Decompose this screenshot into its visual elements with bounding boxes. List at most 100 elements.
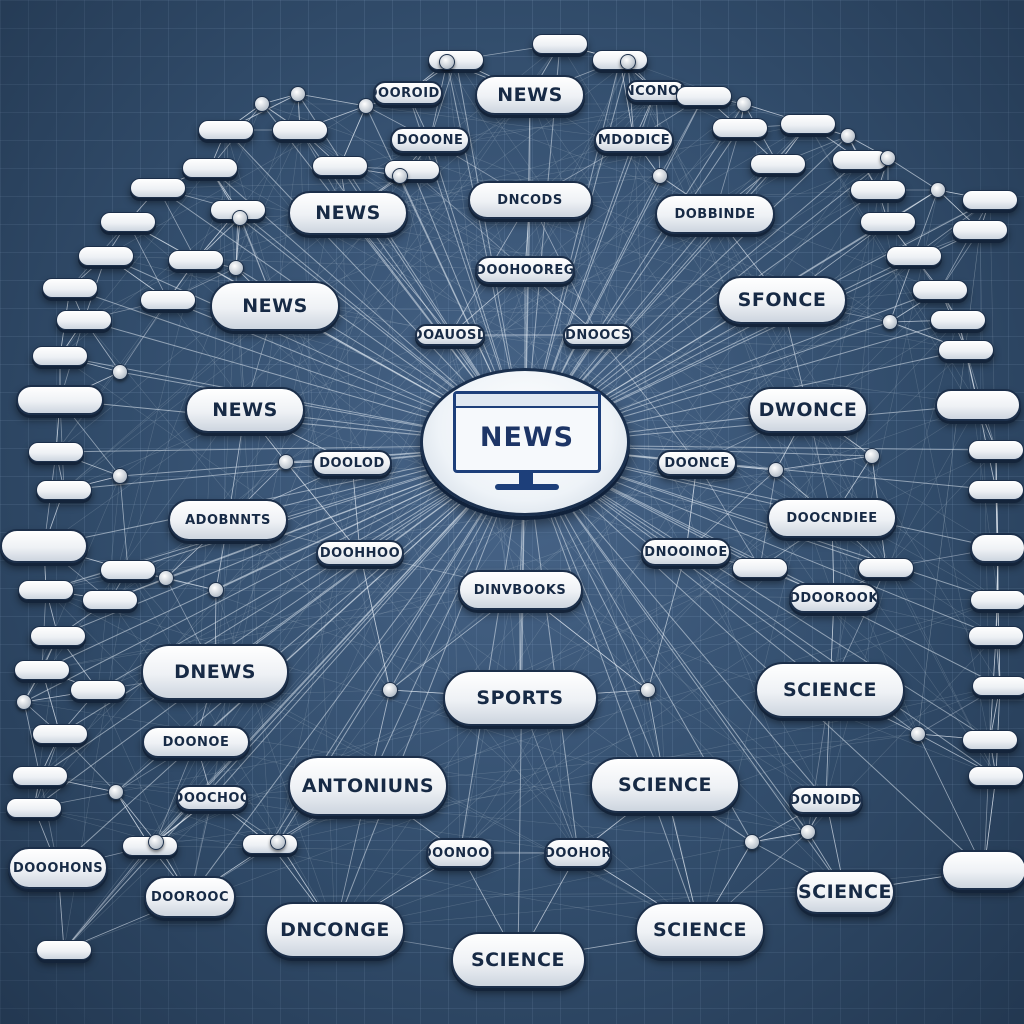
minor-tag-node[interactable] [28,442,84,462]
minor-tag-node[interactable] [14,660,70,680]
category-node[interactable]: NEWS [185,387,305,433]
subtopic-node[interactable]: ADOBNNTS [168,499,288,541]
minor-tag-node[interactable] [168,250,224,270]
minor-tag-node[interactable] [130,178,186,198]
category-node[interactable]: ANTONIUNS [288,756,448,816]
minor-tag-node[interactable] [850,180,906,200]
minor-tag-node[interactable] [938,340,994,360]
minor-tag-node[interactable] [930,310,986,330]
category-node[interactable]: SFONCE [717,276,847,324]
subtopic-node[interactable]: DDOOROOK [789,583,879,613]
subtopic-node[interactable]: DOOONE [390,127,470,153]
minor-tag-node[interactable] [36,480,92,500]
category-node[interactable]: DNEWS [141,644,289,700]
minor-tag-node[interactable] [32,724,88,744]
category-node[interactable]: SCIENCE [755,662,905,718]
minor-tag-node[interactable] [56,310,112,330]
subtopic-node[interactable]: DOOCNDIEE [767,498,897,538]
subtopic-node[interactable]: DOOCHOO [176,785,248,811]
subtopic-node[interactable]: DOONOE [142,726,250,758]
node-label: DNEWS [174,661,256,683]
minor-tag-node[interactable] [952,220,1008,240]
subtopic-node[interactable]: DNOOCS [563,324,633,346]
minor-tag-node[interactable] [12,766,68,786]
subtopic-node[interactable] [941,850,1024,890]
subtopic-node[interactable]: DOONCE [657,450,737,476]
category-node[interactable]: SCIENCE [635,902,765,958]
subtopic-node[interactable]: DOOOHONS [8,847,108,889]
category-node[interactable]: SCIENCE [590,757,740,813]
subtopic-node[interactable]: MDODICE [594,127,674,153]
minor-tag-node[interactable] [198,120,254,140]
minor-tag-node[interactable] [968,766,1024,786]
minor-tag-node[interactable] [182,158,238,178]
category-node[interactable]: SCIENCE [450,932,586,988]
category-node[interactable]: NEWS [288,191,408,235]
subtopic-node[interactable]: DOOHOOREG [475,256,575,284]
node-connector [917,733,985,871]
minor-tag-node[interactable] [912,280,968,300]
subtopic-node[interactable] [16,385,104,415]
hub-connector [524,444,985,871]
subtopic-node[interactable] [0,529,88,563]
node-connector [23,701,41,777]
minor-tag-node[interactable] [70,680,126,700]
subtopic-node[interactable]: DOOLOD [312,450,392,476]
subtopic-node[interactable]: DOOROOC [144,876,236,918]
mesh-connector [334,597,835,931]
minor-tag-node[interactable] [312,156,368,176]
minor-tag-node[interactable] [82,590,138,610]
minor-tag-node[interactable] [858,558,914,578]
minor-tag-node[interactable] [780,114,836,134]
minor-tag-node[interactable] [100,560,156,580]
minor-tag-node[interactable] [968,440,1024,460]
category-node[interactable]: NEWS [475,75,585,115]
subtopic-node[interactable]: DOBBINDE [655,194,775,234]
subtopic-node[interactable]: DONOIDD [789,786,863,814]
category-node[interactable]: DWONCE [748,387,868,433]
minor-tag-node[interactable] [140,290,196,310]
minor-tag-node[interactable] [968,480,1024,500]
minor-tag-node[interactable] [100,212,156,232]
minor-tag-node[interactable] [36,940,92,960]
minor-tag-node[interactable] [968,626,1024,646]
minor-tag-node[interactable] [750,154,806,174]
central-news-hub[interactable]: NEWS [420,368,630,516]
minor-tag-node[interactable] [972,676,1024,696]
subtopic-node[interactable]: DNCODS [467,181,593,219]
minor-tag-node[interactable] [676,86,732,106]
category-node[interactable]: SPORTS [442,670,598,726]
minor-tag-node[interactable] [272,120,328,140]
minor-tag-node[interactable] [886,246,942,266]
minor-tag-node[interactable] [732,558,788,578]
subtopic-node[interactable]: DNOOINOE [641,538,731,566]
minor-tag-node[interactable] [962,730,1018,750]
subtopic-node[interactable]: DOOHOR [544,838,612,868]
minor-tag-node[interactable] [428,50,484,70]
minor-tag-node[interactable] [30,626,86,646]
category-node[interactable]: SCIENCE [795,870,895,914]
subtopic-node[interactable] [970,533,1024,563]
category-node[interactable]: NEWS [210,281,340,331]
minor-tag-node[interactable] [78,246,134,266]
subtopic-node[interactable]: DOOHHOO [316,540,404,566]
minor-tag-node[interactable] [18,580,74,600]
minor-tag-node[interactable] [32,346,88,366]
minor-tag-node[interactable] [860,212,916,232]
subtopic-node[interactable]: DINVBOOKS [457,570,583,610]
subtopic-node[interactable]: DNCONOER [626,80,686,102]
node-label: ADOBNNTS [185,512,271,528]
minor-tag-node[interactable] [970,590,1024,610]
minor-tag-node[interactable] [532,34,588,54]
minor-tag-node[interactable] [42,278,98,298]
subtopic-node[interactable]: DOAUOSD [415,324,485,346]
subtopic-node[interactable] [935,389,1021,421]
node-label: SCIENCE [470,949,565,971]
minor-tag-node[interactable] [6,798,62,818]
minor-tag-node[interactable] [712,118,768,138]
subtopic-node[interactable]: DOOROIDE [373,81,443,105]
subtopic-node[interactable]: DOONOOE [426,838,494,868]
minor-tag-node[interactable] [962,190,1018,210]
junction-dot [744,834,760,850]
category-node[interactable]: DNCONGE [265,902,405,958]
